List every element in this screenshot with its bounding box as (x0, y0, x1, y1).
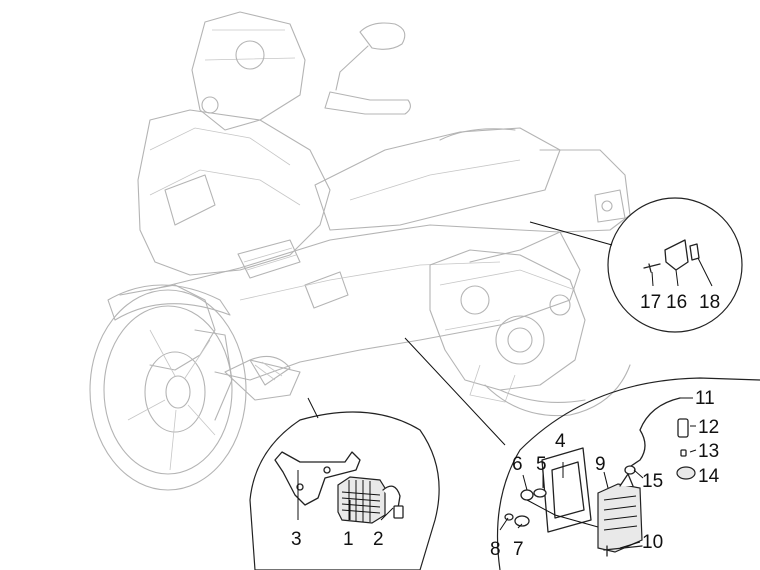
part-nut (520, 489, 534, 501)
rear-wheel (484, 364, 631, 417)
callout-17: 17 (640, 292, 661, 313)
callout-1: 1 (343, 529, 354, 550)
detail-circle-regulator (249, 411, 440, 570)
part-mount-bracket (664, 239, 689, 271)
callout-12: 12 (698, 417, 719, 438)
callout-9: 9 (595, 454, 606, 475)
detail-circle-sensor (496, 377, 760, 570)
callout-14: 14 (698, 466, 720, 487)
part-grommet (676, 466, 696, 480)
part-sensor (677, 418, 689, 438)
front-fender (107, 284, 231, 321)
part-screw (603, 545, 643, 557)
callout-15: 15 (642, 471, 663, 492)
side-vent (237, 239, 301, 279)
callout-7: 7 (513, 539, 524, 560)
part-connector (382, 485, 401, 509)
callout-2: 2 (373, 529, 384, 550)
scooter-outline (89, 11, 631, 491)
leader-lines (297, 257, 713, 549)
parts (274, 239, 700, 557)
callout-8: 8 (490, 539, 501, 560)
engine-ghost (429, 249, 586, 403)
callout-labels: 1 2 3 4 5 6 7 8 9 10 11 12 13 14 15 16 1… (291, 292, 720, 560)
callout-10: 10 (642, 532, 663, 553)
part-washer (533, 488, 547, 498)
part-bolt (643, 263, 661, 273)
windshield (191, 11, 306, 131)
mirror (359, 22, 406, 50)
part-sensor-cable (627, 397, 681, 469)
callout-16: 16 (666, 292, 687, 313)
floorboard (149, 224, 581, 381)
handlebar (324, 91, 411, 115)
part-bracket (274, 451, 361, 506)
callout-13: 13 (698, 441, 719, 462)
callout-6: 6 (512, 454, 523, 475)
callout-18: 18 (699, 292, 720, 313)
front-fairing (137, 109, 331, 276)
seat (314, 127, 561, 231)
rear-body (469, 149, 631, 263)
part-clip (680, 449, 687, 457)
callout-3: 3 (291, 529, 302, 550)
callout-5: 5 (536, 454, 547, 475)
front-wheel (89, 289, 247, 491)
detail-circle-bracket (607, 197, 743, 333)
detail-circles (249, 197, 760, 570)
callout-11: 11 (695, 388, 715, 409)
callout-4: 4 (555, 431, 566, 452)
